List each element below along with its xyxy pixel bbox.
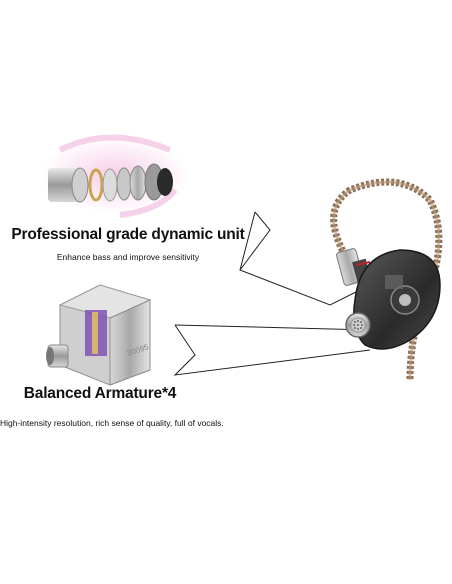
dynamic-unit-subtitle: Enhance bass and improve sensitivity xyxy=(56,252,200,262)
balanced-armature-title: Balanced Armature*4 xyxy=(23,385,177,402)
balanced-armature-subtitle: High-intensity resolution, rich sense of… xyxy=(0,418,224,428)
driver-magnet xyxy=(129,165,147,201)
callout-lines xyxy=(173,211,371,376)
balanced-armature-image: 30095 xyxy=(46,284,152,386)
driver-back-cap xyxy=(157,168,173,196)
driver-gold-ring xyxy=(88,168,104,202)
dynamic-driver-image xyxy=(40,134,190,218)
glow-arc-bottom xyxy=(119,188,178,218)
dynamic-unit-title: Professional grade dynamic unit xyxy=(11,226,245,243)
earphone-image xyxy=(330,178,443,381)
driver-housing xyxy=(48,168,80,202)
driver-diaphragm xyxy=(102,168,118,202)
callout-bottom xyxy=(174,324,371,331)
glow-arc-top xyxy=(58,134,172,153)
